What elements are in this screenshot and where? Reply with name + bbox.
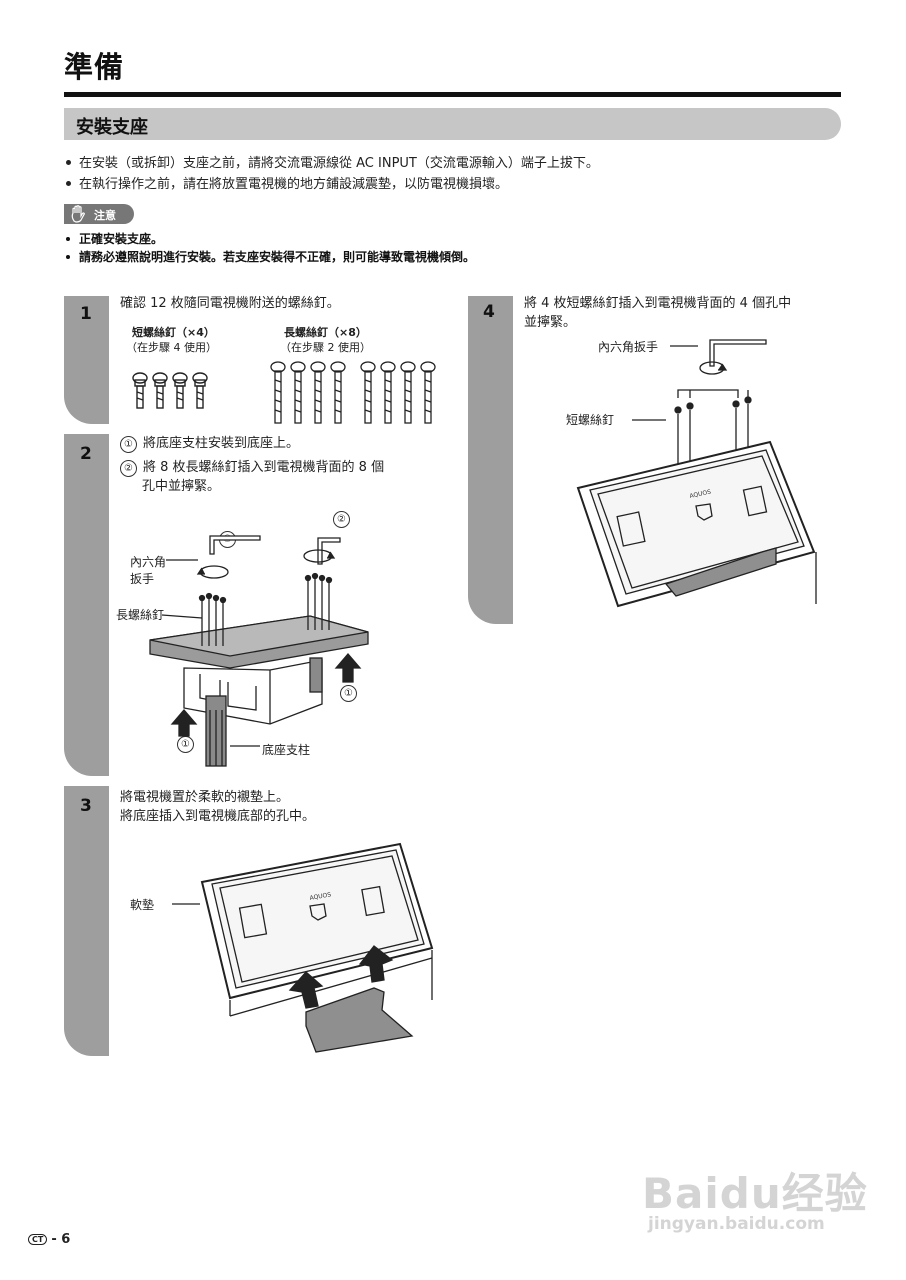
bullet-dot [66, 236, 70, 241]
circled-marker: ① [120, 436, 137, 453]
tv-brand-mark: AQUOS [309, 891, 332, 902]
tv-on-pad-illustration: AQUOS [172, 842, 434, 1053]
step-3-number: 3 [80, 796, 92, 816]
page-footer: CT- 6 [28, 1232, 70, 1247]
caution-text: 正確安裝支座。 [79, 232, 164, 246]
watermark-url: jingyan.baidu.com [648, 1214, 825, 1234]
marker-2-right: ② [333, 507, 356, 528]
long-screws-illustration [270, 361, 436, 424]
long-screw-note: （在步驟 2 使用） [280, 341, 371, 354]
stand-post-callout: 底座支柱 [262, 743, 311, 757]
region-badge: CT [28, 1234, 48, 1245]
long-screw-label: 長螺絲釘（×8） [284, 326, 367, 339]
svg-text:AQUOS: AQUOS [689, 489, 712, 500]
step-3-column [64, 786, 109, 1056]
circled-marker: ② [120, 460, 137, 477]
step-2-line-1-text: 將底座支柱安裝到底座上。 [143, 436, 300, 451]
hex-wrench-label-2: 扳手 [130, 572, 155, 586]
bullet-dot [66, 254, 70, 259]
step-3-line-1: 將電視機置於柔軟的襯墊上。 [120, 790, 290, 805]
short-screw-note: （在步驟 4 使用） [126, 341, 217, 354]
caution-text: 請務必遵照說明進行安裝。若支座安裝得不正確，則可能導致電視機傾倒。 [79, 250, 476, 264]
step-1-column [64, 296, 109, 424]
hex-wrench-label-step-4: 內六角扳手 [598, 340, 659, 354]
bullet-dot [66, 181, 71, 186]
short-screws-illustration [132, 372, 208, 409]
bullet-text: 在安裝（或拆卸）支座之前，請將交流電源線從 AC INPUT（交流電源輸入）端子… [79, 156, 599, 171]
bullet-item: 在安裝（或拆卸）支座之前，請將交流電源線從 AC INPUT（交流電源輸入）端子… [66, 152, 599, 171]
bullet-dot [66, 160, 71, 165]
caution-tag: 注意 [64, 204, 134, 224]
short-screw-label: 短螺絲釘（×4） [132, 326, 215, 339]
step-1-text: 確認 12 枚隨同電視機附送的螺絲釘。 [120, 296, 340, 311]
step-2-line-2: ② 將 8 枚長螺絲釘插入到電視機背面的 8 個 [120, 458, 384, 477]
page-title: 準備 [64, 50, 125, 84]
short-screw-label-step-4: 短螺絲釘 [566, 413, 615, 427]
step-4-column [468, 296, 513, 624]
tv-short-screw-illustration: AQUOS [576, 339, 817, 608]
step-2-line-2-text: 將 8 枚長螺絲釘插入到電視機背面的 8 個 [143, 460, 385, 475]
title-rule [64, 92, 841, 97]
hand-icon [71, 205, 85, 223]
step-4-line-2: 並擰緊。 [524, 315, 577, 330]
step-4-line-1: 將 4 枚短螺絲釘插入到電視機背面的 4 個孔中 [524, 296, 792, 311]
step-3-line-2: 將底座插入到電視機底部的孔中。 [120, 809, 316, 824]
hex-wrench-label: 內六角 [130, 555, 167, 569]
stand-assembly-illustration [149, 535, 369, 767]
section-bar [64, 108, 841, 140]
step-1-number: 1 [80, 304, 92, 324]
section-title: 安裝支座 [76, 117, 148, 138]
step-2-number: 2 [80, 444, 92, 464]
step-4-number: 4 [483, 302, 495, 322]
page-number: - 6 [51, 1232, 71, 1247]
bullet-text: 在執行操作之前，請在將放置電視機的地方鋪設減震墊，以防電視機損壞。 [79, 177, 509, 192]
caution-label: 注意 [94, 209, 116, 222]
soft-pad-label: 軟墊 [130, 898, 155, 912]
bullet-item: 在執行操作之前，請在將放置電視機的地方鋪設減震墊，以防電視機損壞。 [66, 173, 508, 192]
watermark-logo: Baidu经验 [642, 1169, 868, 1218]
long-screw-callout: 長螺絲釘 [116, 608, 165, 622]
marker-1-right: ① [340, 681, 363, 702]
step-2-line-1: ① 將底座支柱安裝到底座上。 [120, 434, 299, 453]
step-2-line-2-cont: 孔中並擰緊。 [142, 479, 221, 494]
step-2-column [64, 434, 109, 776]
caution-line: 正確安裝支座。 [66, 230, 163, 247]
caution-line: 請務必遵照說明進行安裝。若支座安裝得不正確，則可能導致電視機傾倒。 [66, 248, 475, 265]
